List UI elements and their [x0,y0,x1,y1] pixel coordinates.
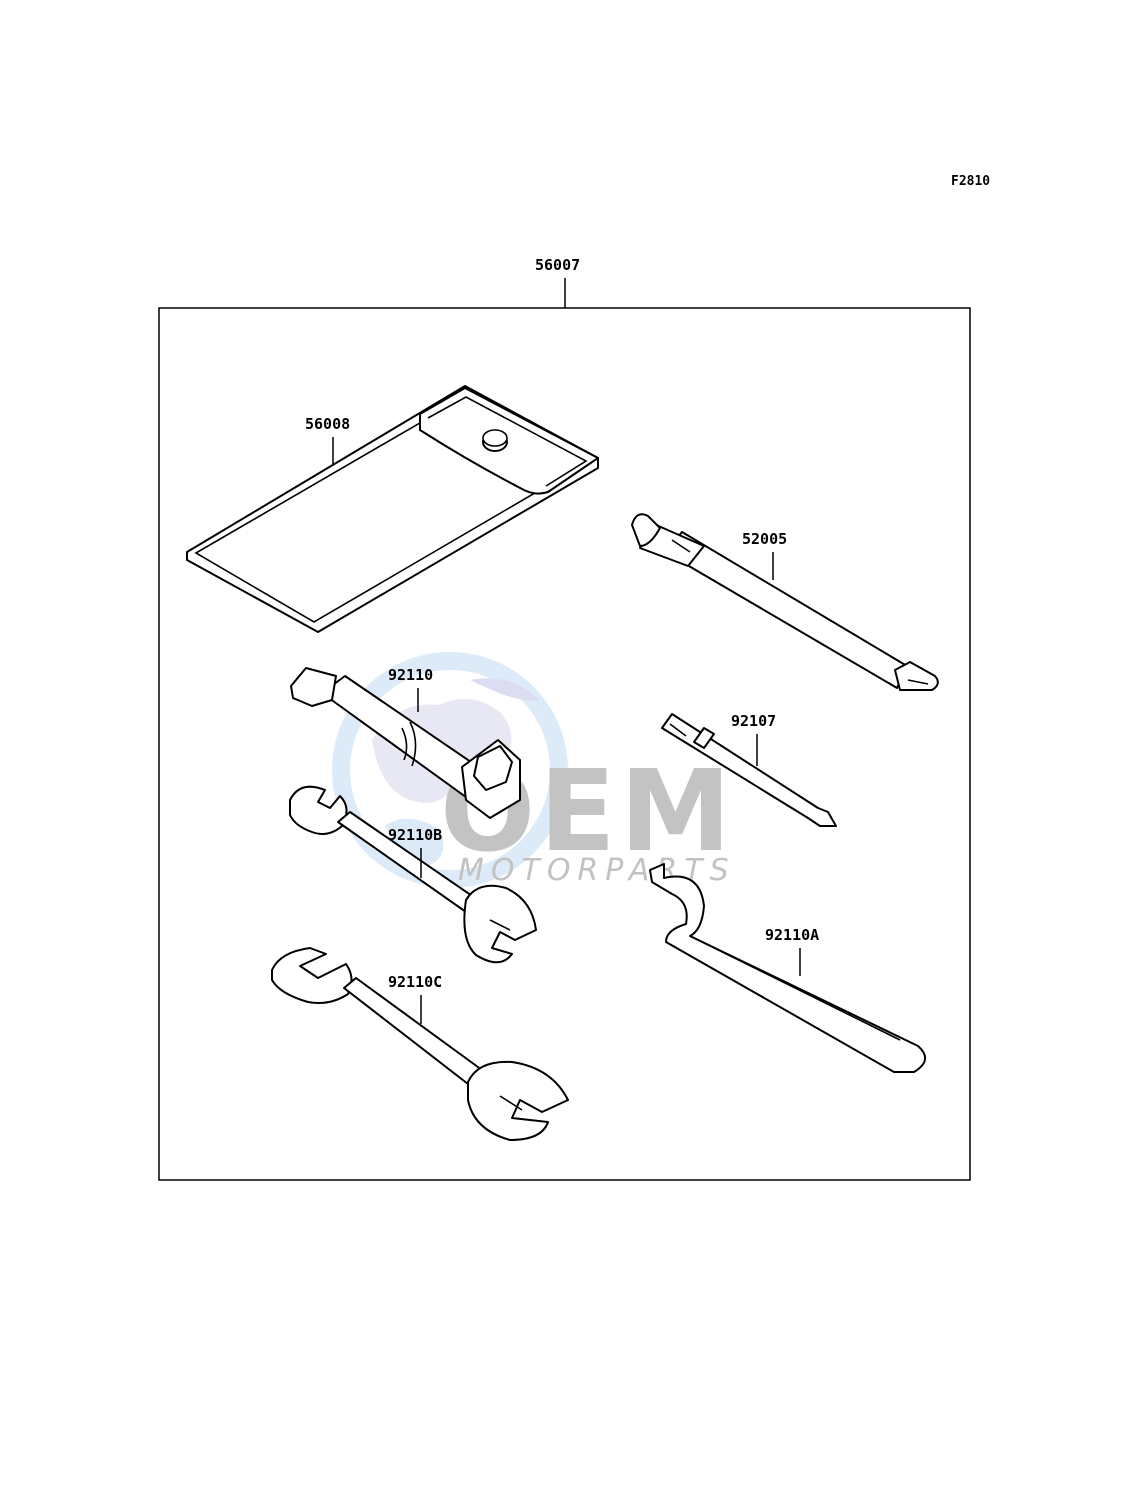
part-label-52005: 52005 [742,530,787,548]
part-label-92107: 92107 [731,712,776,730]
part-label-92110C: 92110C [388,973,442,991]
screwdriver-bit-icon [661,713,837,827]
hook-spanner-icon [649,863,926,1073]
part-label-92110: 92110 [388,666,433,684]
part-label-92110A: 92110A [765,926,819,944]
screwdriver-handle-icon [631,513,939,691]
part-label-92110B: 92110B [388,826,442,844]
figure-code: F2810 [951,174,990,189]
open-end-wrench-icon [289,785,537,964]
kit-frame [158,307,971,1181]
open-end-wrench-icon [271,947,569,1141]
kit-part-number: 56007 [535,256,580,274]
plug-wrench-icon [290,667,521,819]
tool-pouch-icon [186,385,599,633]
part-label-56008: 56008 [305,415,350,433]
